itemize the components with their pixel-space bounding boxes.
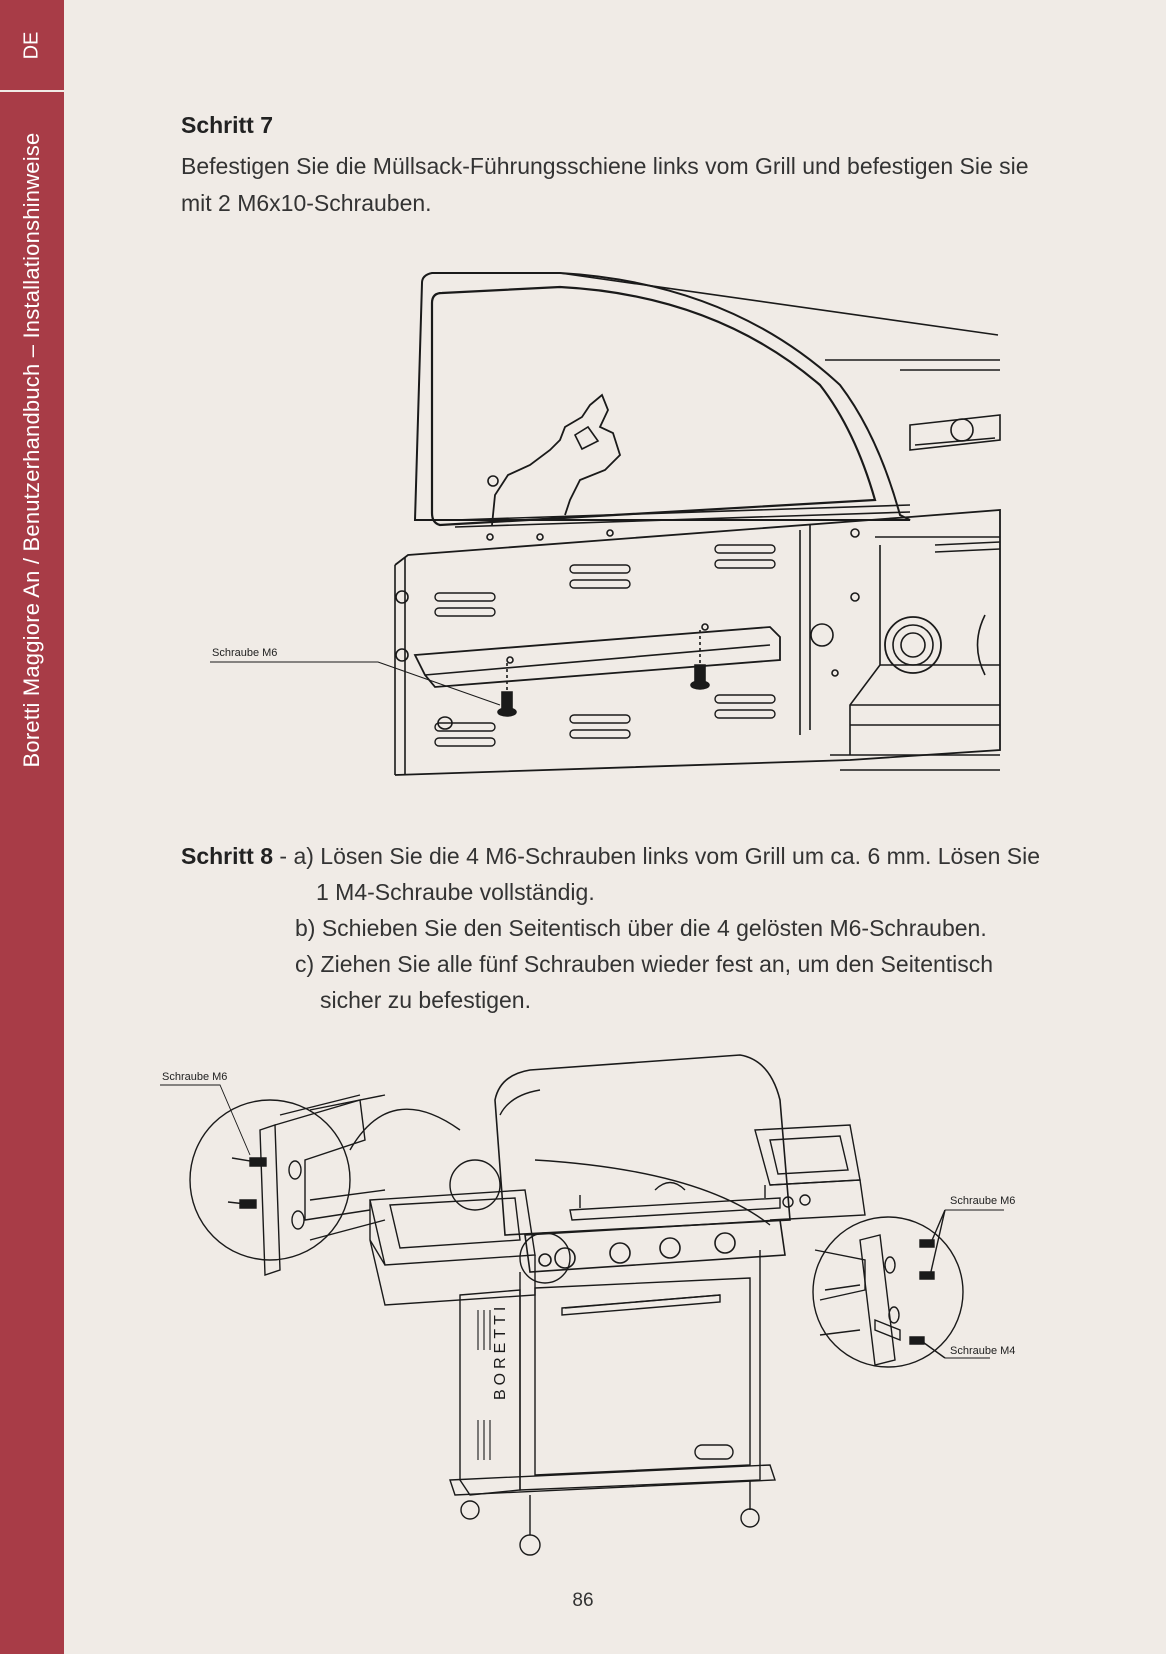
step7-text-line1: Befestigen Sie die Müllsack-Führungsschi… — [181, 153, 1029, 179]
language-label: DE — [20, 31, 43, 59]
step7-instruction: Befestigen Sie die Müllsack-Führungsschi… — [181, 148, 1061, 222]
step7-illustration: Schraube M6 — [210, 255, 1010, 815]
step8-callout-left-label: Schraube M6 — [162, 1071, 227, 1083]
step8-line-a1: Schritt 8 - a) Lösen Sie die 4 M6-Schrau… — [181, 838, 1040, 874]
grill-brand-text: BORETTI — [492, 1303, 509, 1400]
step7-text-line2: mit 2 M6x10-Schrauben. — [181, 190, 432, 216]
step7-callout-label: Schraube M6 — [212, 647, 277, 659]
step8-illustration: Schraube M6 BORETTI — [160, 1040, 1015, 1560]
step8-c-text-line1: c) Ziehen Sie alle fünf Schrauben wieder… — [295, 951, 994, 977]
step8-a-text-line1: - a) Lösen Sie die 4 M6-Schrauben links … — [273, 843, 1041, 869]
step8-title: Schritt 8 — [181, 843, 274, 869]
step8-callout-right-m6-label: Schraube M6 — [950, 1195, 1015, 1207]
language-tab: DE — [0, 0, 64, 92]
step7-title: Schritt 7 — [181, 112, 274, 138]
sidebar: DE Boretti Maggiore An / Benutzerhandbuc… — [0, 0, 64, 1654]
document-title-vertical: Boretti Maggiore An / Benutzerhandbuch –… — [19, 132, 44, 768]
step8-b-text: b) Schieben Sie den Seitentisch über die… — [295, 915, 987, 941]
step8-callout-right-m4-label: Schraube M4 — [950, 1345, 1015, 1357]
step8-c-text-line2: sicher zu befestigen. — [320, 987, 531, 1013]
page-number: 86 — [572, 1590, 594, 1611]
step8-a-text-line2: 1 M4-Schraube vollständig. — [316, 879, 595, 905]
